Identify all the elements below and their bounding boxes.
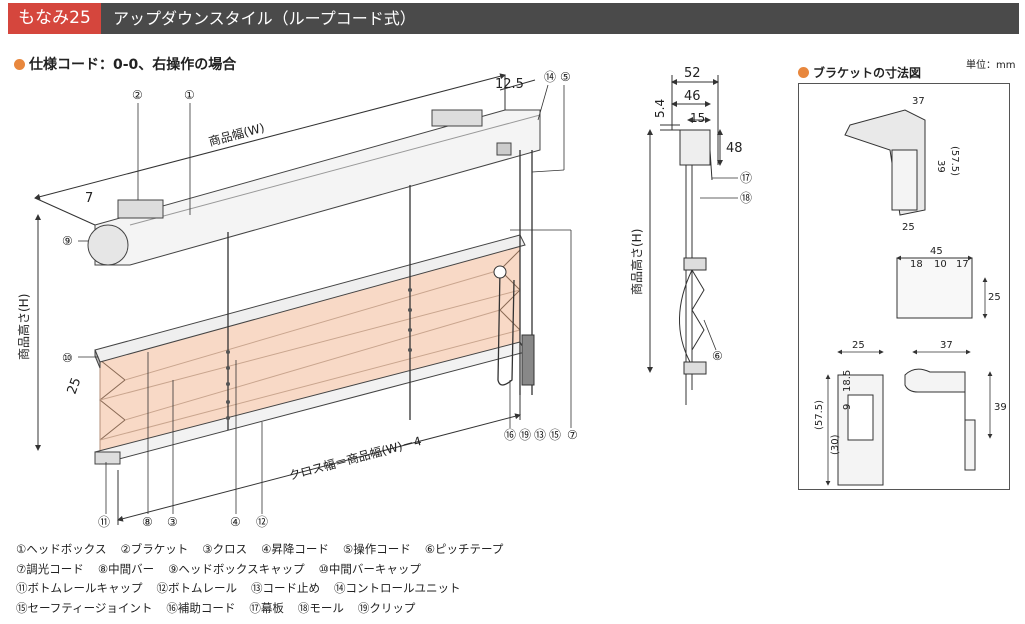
dim-48: 48 <box>726 141 743 156</box>
callout-9: ⑨ <box>62 234 73 248</box>
legend-item: ⑩中間バーキャップ <box>318 561 421 576</box>
callout-2: ② <box>132 88 143 102</box>
bullet-dot-icon <box>14 59 25 70</box>
legend-item: ⑪ボトムレールキャップ <box>16 581 143 595</box>
callout-5: ⑤ <box>560 70 571 84</box>
dim-15: 15 <box>690 111 705 125</box>
legend-item: ⑤操作コード <box>342 542 411 556</box>
dim-46: 46 <box>684 89 701 104</box>
legend-item: ⑬コード止め <box>251 581 320 595</box>
dim-39-side: 39 <box>994 402 1007 413</box>
bullet-dot-icon <box>798 67 809 78</box>
callout-leaders <box>78 84 572 514</box>
dim-10: 10 <box>934 259 947 270</box>
middle-bar <box>94 234 526 369</box>
dim-17: 17 <box>956 259 969 270</box>
dim-39-top: 39 <box>935 160 946 173</box>
dim-37-side: 37 <box>940 340 953 351</box>
callout-3: ③ <box>167 515 178 529</box>
callout-7: ⑦ <box>567 428 578 442</box>
callout-1: ① <box>184 88 195 102</box>
headbox <box>87 109 541 266</box>
dim-52: 52 <box>684 66 701 81</box>
page-title: アップダウンスタイル（ループコード式） <box>101 3 1019 34</box>
legend-row: ⑮セーフティージョイント ⑯補助コード ⑰幕板 ⑱モール ⑲クリップ <box>16 599 517 619</box>
spec-heading: 仕様コード：0-0、右操作の場合 <box>14 54 236 74</box>
callout-16: ⑯ <box>504 428 516 442</box>
legend-row: ⑪ボトムレールキャップ ⑫ボトムレール ⑬コード止め ⑭コントロールユニット <box>16 579 517 599</box>
dim-18: 18 <box>910 259 923 270</box>
cloth-width-label: クロス幅＝商品幅(W)－4 <box>287 433 423 483</box>
main-dimension-lines <box>34 73 536 525</box>
legend-item: ⑦調光コード <box>16 561 84 576</box>
legend-item: ⑲クリップ <box>357 600 416 615</box>
callout-4: ④ <box>230 515 241 529</box>
callout-18: ⑱ <box>740 191 752 205</box>
legend-item: ⑰幕板 <box>249 600 284 615</box>
legend-item: ②ブラケット <box>120 542 189 556</box>
dim-5-4: 5.4 <box>653 99 667 118</box>
safety-joint <box>493 265 507 279</box>
product-tag: もなみ25 <box>8 3 101 34</box>
callout-19: ⑲ <box>519 428 531 442</box>
legend-item: ⑨ヘッドボックスキャップ <box>168 561 305 576</box>
dim-25-top: 25 <box>902 222 915 233</box>
dim-30: (30) <box>830 434 841 455</box>
cloth-pleats <box>99 244 521 456</box>
dim-25: 25 <box>65 376 85 397</box>
dim-57-5-top: (57.5) <box>949 146 960 176</box>
callout-12: ⑫ <box>256 515 268 529</box>
legend-item: ①ヘッドボックス <box>16 542 107 556</box>
dim-12-5: 12.5 <box>495 77 524 92</box>
unit-label: 単位：mm <box>966 60 1016 71</box>
callout-17: ⑰ <box>740 171 752 185</box>
legend-item: ⑱モール <box>297 600 344 615</box>
dim-37-top: 37 <box>912 96 925 107</box>
dim-25-front: 25 <box>852 340 865 351</box>
control-unit-weight <box>521 334 535 386</box>
legend-item: ④昇降コード <box>261 542 329 556</box>
callout-10: ⑩ <box>62 351 73 365</box>
dim-7: 7 <box>85 191 93 206</box>
legend-item: ③クロス <box>202 542 248 556</box>
side-profile <box>679 129 713 405</box>
legend-item: ⑧中間バー <box>97 561 155 576</box>
legend-item: ⑯補助コード <box>166 600 236 615</box>
legend-item: ⑫ボトムレール <box>156 581 238 595</box>
height-label: 商品高さ(H) <box>16 294 31 360</box>
lift-cords <box>227 150 533 430</box>
side-dimension-lines <box>647 75 723 373</box>
bracket-drawings <box>837 109 976 486</box>
callout-15: ⑮ <box>549 428 561 442</box>
dim-45: 45 <box>930 246 943 257</box>
callout-11: ⑪ <box>98 515 110 529</box>
bracket-panel <box>798 83 1010 490</box>
dim-18-5: 18.5 <box>842 370 853 392</box>
parts-legend: ①ヘッドボックス ②ブラケット ③クロス ④昇降コード ⑤操作コード ⑥ピッチテープ ⑦調… <box>16 540 517 618</box>
legend-item: ⑥ピッチテープ <box>424 542 504 556</box>
dim-9: 9 <box>842 404 853 410</box>
bracket-heading: ブラケットの寸法図 <box>798 64 921 81</box>
side-leaders <box>700 177 738 351</box>
legend-row: ⑦調光コード ⑧中間バー ⑨ヘッドボックスキャップ ⑩中間バーキャップ <box>16 560 517 580</box>
legend-item: ⑮セーフティージョイント <box>16 600 153 615</box>
width-label: 商品幅(W) <box>207 120 266 149</box>
side-height-label: 商品高さ(H) <box>629 229 644 295</box>
header-bar: もなみ25 アップダウンスタイル（ループコード式） <box>0 0 1025 37</box>
callout-14: ⑭ <box>544 70 556 84</box>
callout-6: ⑥ <box>712 349 723 363</box>
dim-25-right: 25 <box>988 292 1001 303</box>
bracket-dimension-lines <box>825 255 993 486</box>
dim-57-5-front: (57.5) <box>814 400 825 430</box>
callout-13: ⑬ <box>534 428 546 442</box>
legend-item: ⑭コントロールユニット <box>334 581 461 595</box>
callout-8: ⑧ <box>142 515 153 529</box>
legend-row: ①ヘッドボックス ②ブラケット ③クロス ④昇降コード ⑤操作コード ⑥ピッチテープ <box>16 540 517 560</box>
